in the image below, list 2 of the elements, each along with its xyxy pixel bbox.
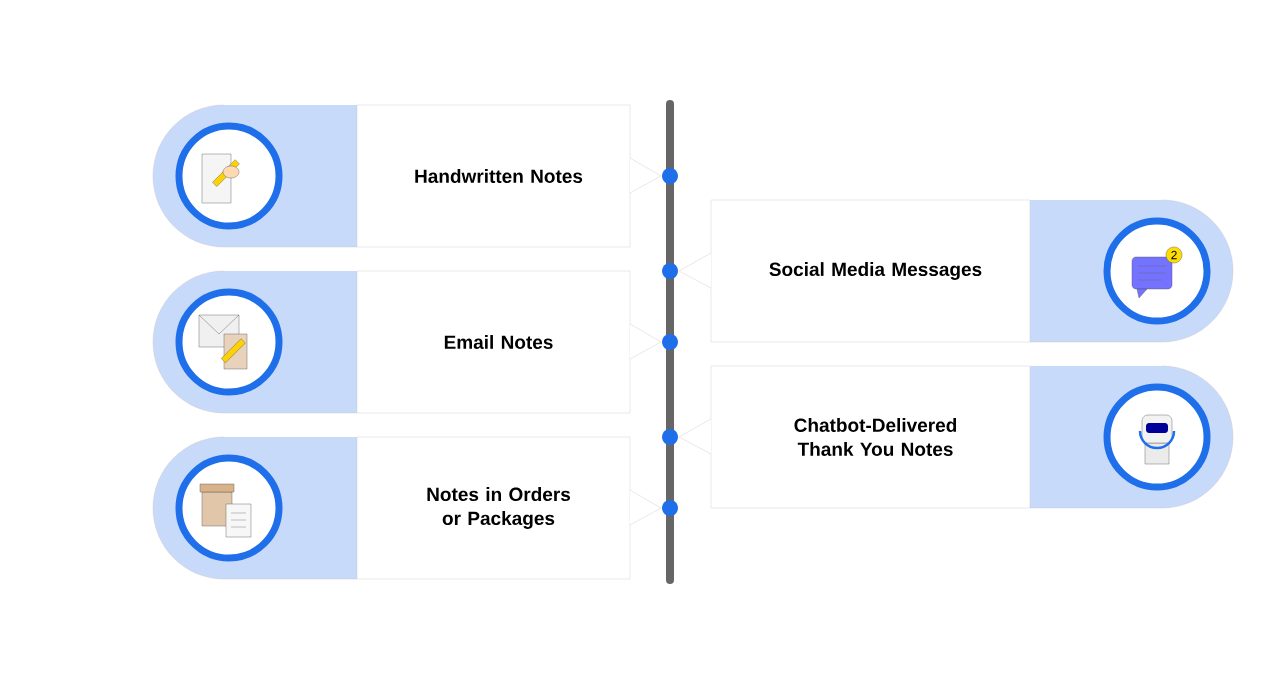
notification-badge: 2 [1165,246,1183,264]
timeline-card: Chatbot-Delivered Thank You Notes [678,365,1234,509]
